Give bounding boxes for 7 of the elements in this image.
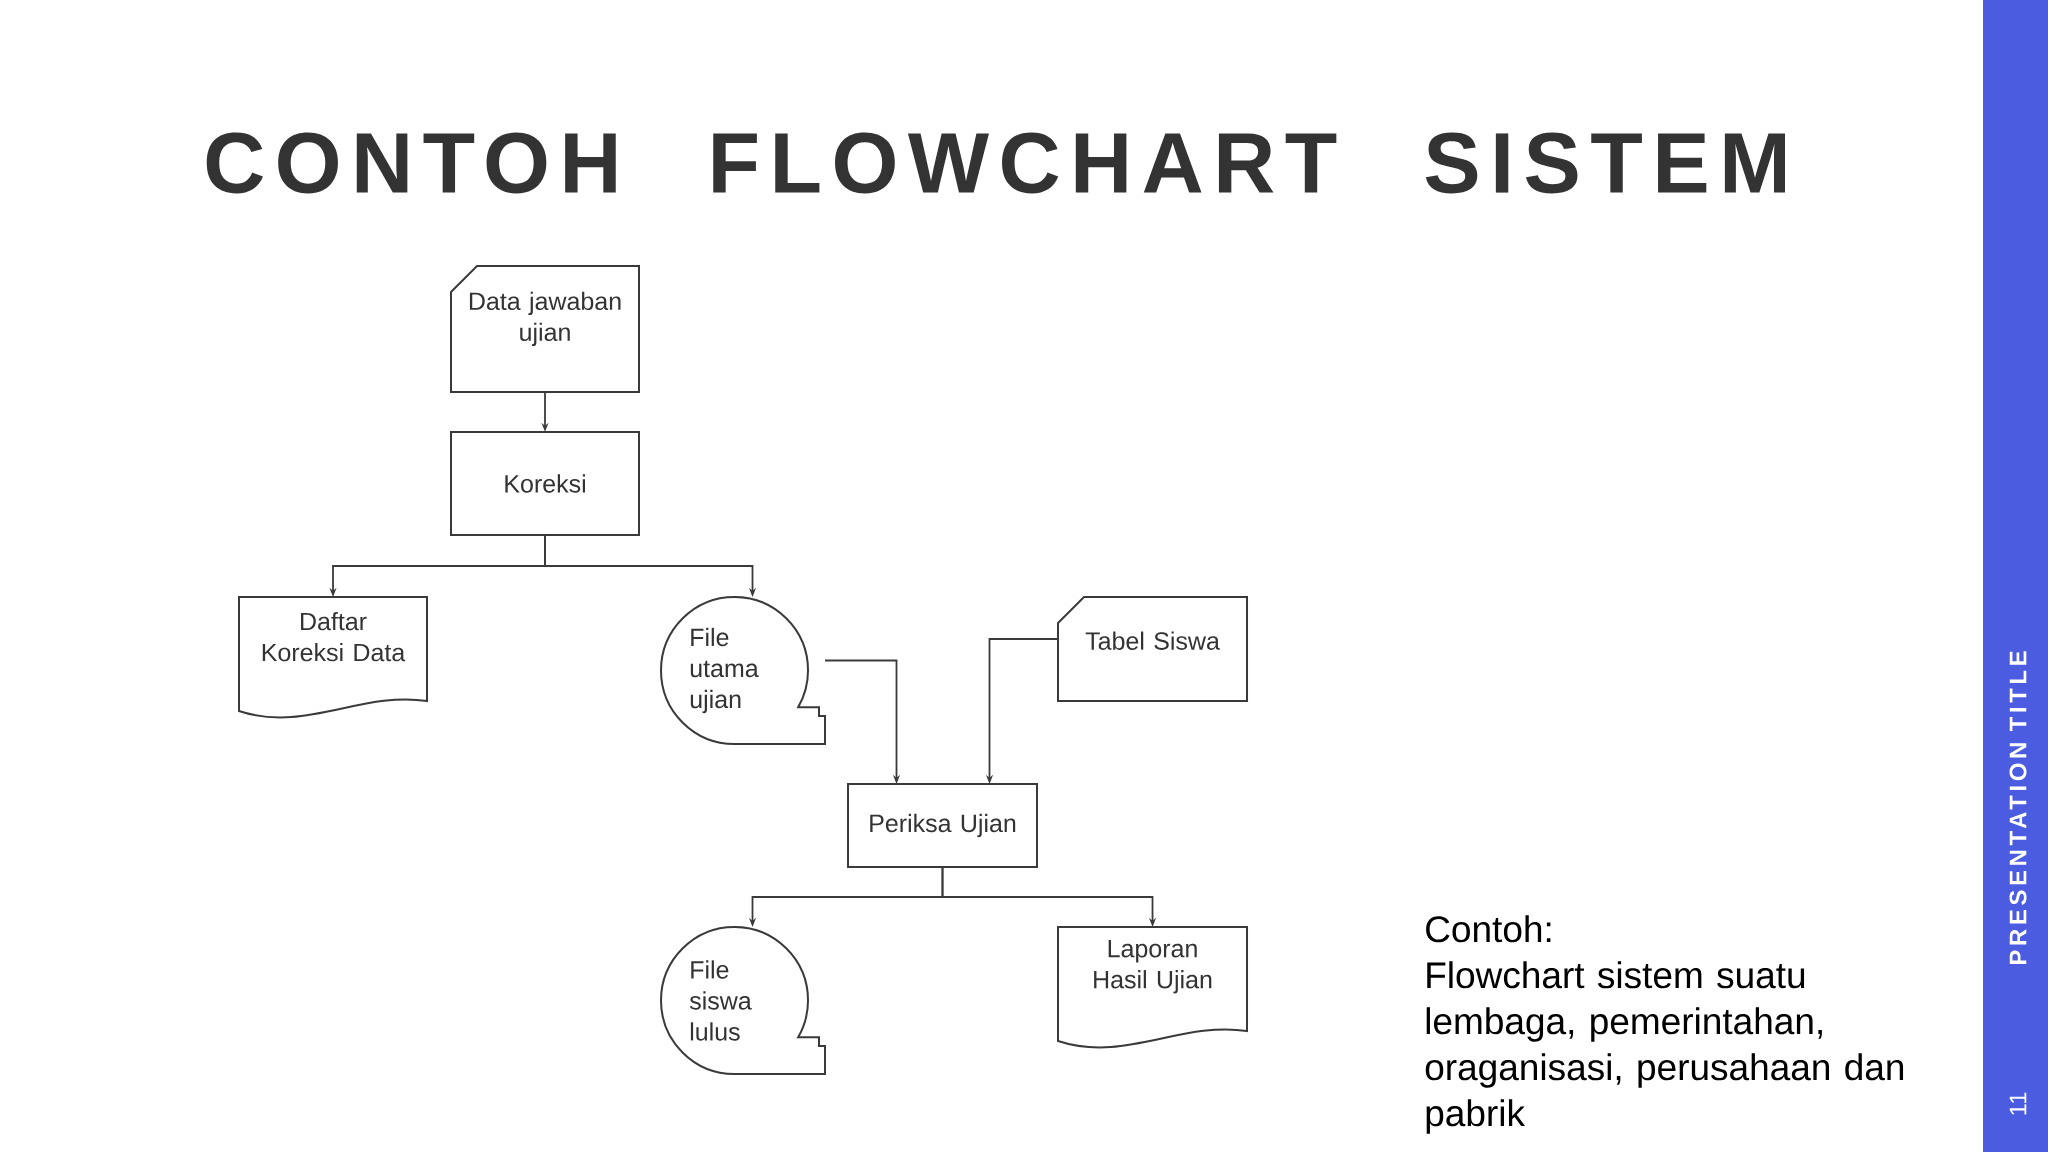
side-title: PRESENTATION TITLE — [2009, 651, 2027, 965]
process-box: Periksa Ujian — [847, 783, 1038, 868]
title: CONTOH FLOWCHART SISTEM — [206, 132, 1785, 194]
page-number: 11 — [2009, 1092, 2027, 1115]
note-heading: Contoh: — [1426, 915, 1551, 943]
note-text: Flowchart sistem suatu lembaga, pemerintahan, oraganisasi, perusahaan dan pabrik — [1425, 961, 1904, 1134]
process-box: Koreksi — [450, 431, 640, 536]
